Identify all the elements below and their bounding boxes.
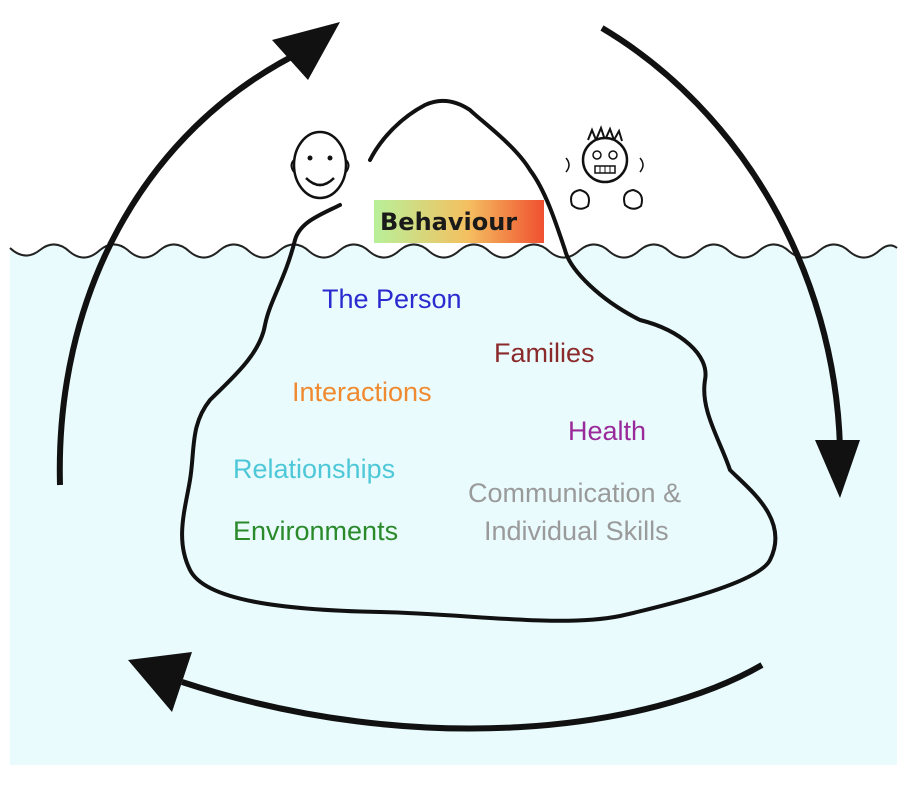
label-the-person: The Person (322, 284, 462, 314)
water-surface-line (9, 243, 898, 259)
distressed-face-icon (560, 120, 660, 215)
label-relationships: Relationships (233, 454, 395, 484)
label-interactions: Interactions (292, 377, 432, 407)
water-area (10, 244, 897, 765)
label-individual-skills: Individual Skills (484, 516, 669, 546)
label-families: Families (494, 338, 595, 368)
label-environments: Environments (233, 516, 398, 546)
cycle-arrow-icon (56, 22, 860, 732)
smiling-face-icon (277, 118, 365, 200)
label-communication: Communication & (468, 478, 681, 508)
behaviour-bar (374, 200, 544, 243)
label-health: Health (568, 416, 646, 446)
behaviour-label: Behaviour (380, 208, 517, 236)
iceberg-outline (180, 98, 778, 623)
